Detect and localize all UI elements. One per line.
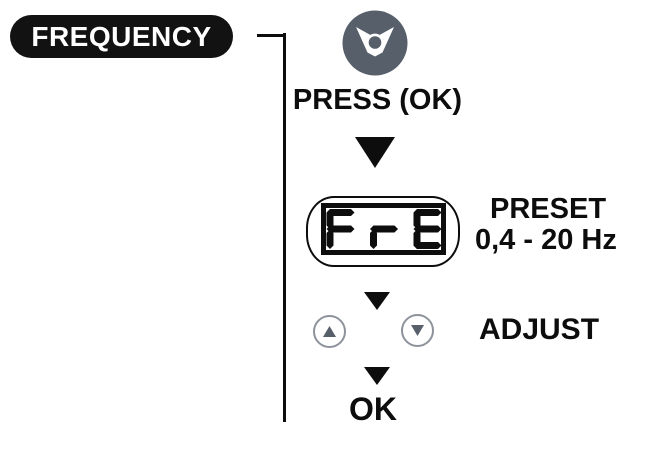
ok-button-icon	[342, 10, 408, 76]
up-button	[313, 315, 346, 348]
section-title: FREQUENCY	[31, 20, 212, 52]
section-title-pill: FREQUENCY	[10, 15, 233, 58]
bracket-tick	[257, 34, 286, 37]
up-triangle-icon	[323, 326, 336, 337]
down-triangle-icon	[411, 325, 424, 336]
preset-range: 0,4 - 20 Hz	[475, 224, 617, 256]
preset-label: PRESET	[490, 193, 607, 225]
lcd-display	[306, 196, 460, 267]
down-arrow-icon	[355, 137, 395, 168]
seven-segment-value	[326, 209, 441, 249]
press-ok-label: PRESS (OK)	[292, 84, 463, 116]
down-arrow-icon	[364, 367, 390, 385]
down-arrow-icon	[364, 292, 390, 310]
ok-label: OK	[349, 391, 397, 427]
adjust-label: ADJUST	[479, 313, 600, 346]
down-button	[401, 314, 434, 347]
bracket-line	[283, 33, 286, 422]
lcd-display-screen	[321, 203, 446, 255]
preset-info: PRESET 0,4 - 20 Hz	[475, 194, 645, 256]
